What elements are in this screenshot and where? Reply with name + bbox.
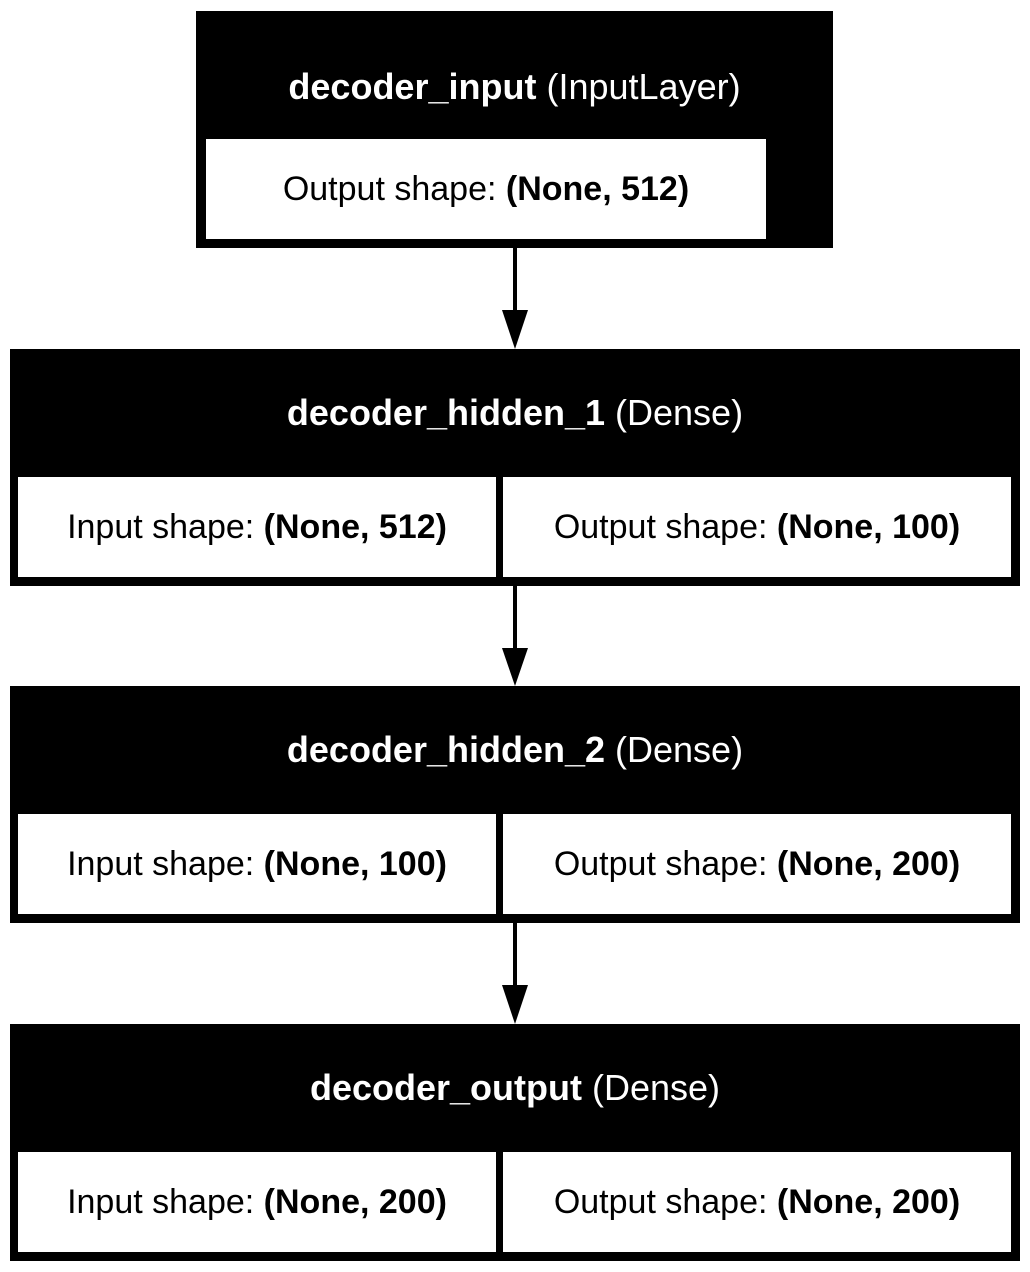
output-shape-label: Output shape: [553, 844, 768, 883]
input-shape-cell: Input shape: (None, 100) [18, 814, 496, 914]
layer-title: decoder_output (Dense) [10, 1068, 1020, 1108]
layer-name: decoder_output [309, 1067, 582, 1108]
output-shape-value: (None, 200) [776, 1182, 961, 1221]
input-shape-value: (None, 100) [263, 844, 447, 883]
output-shape-cell: Output shape: (None, 512) [206, 139, 766, 239]
output-shape-label: Output shape: [553, 507, 768, 546]
output-shape-cell: Output shape: (None, 200) [503, 1152, 1011, 1252]
layer-type: (Dense) [591, 1067, 721, 1108]
input-shape-cell: Input shape: (None, 200) [18, 1152, 496, 1252]
edge-arrow-2 [502, 586, 528, 686]
layer-node-decoder-output: decoder_output (Dense) Input shape: (Non… [10, 1024, 1020, 1261]
output-shape-label: Output shape: [282, 169, 497, 208]
input-shape-label: Input shape: [67, 507, 255, 546]
output-shape-value: (None, 100) [776, 507, 961, 546]
layer-name: decoder_hidden_2 [286, 729, 606, 770]
output-shape-label: Output shape: [553, 1182, 768, 1221]
output-shape-value: (None, 512) [505, 169, 690, 208]
layer-type: (Dense) [615, 392, 744, 433]
layer-title: decoder_hidden_1 (Dense) [10, 393, 1020, 433]
layer-node-decoder-hidden-2: decoder_hidden_2 (Dense) Input shape: (N… [10, 686, 1020, 923]
layer-title: decoder_hidden_2 (Dense) [10, 730, 1020, 770]
input-shape-value: (None, 200) [263, 1182, 447, 1221]
layer-type: (InputLayer) [546, 66, 741, 107]
output-shape-cell: Output shape: (None, 200) [503, 814, 1011, 914]
output-shape-value: (None, 200) [776, 844, 961, 883]
input-shape-label: Input shape: [67, 1182, 255, 1221]
layer-name: decoder_hidden_1 [286, 392, 606, 433]
layer-name: decoder_input [288, 66, 537, 107]
input-shape-label: Input shape: [67, 844, 255, 883]
layer-title: decoder_input (InputLayer) [196, 67, 833, 107]
input-shape-cell: Input shape: (None, 512) [18, 477, 496, 577]
edge-arrow-1 [502, 248, 528, 349]
layer-type: (Dense) [615, 729, 744, 770]
layer-node-decoder-hidden-1: decoder_hidden_1 (Dense) Input shape: (N… [10, 349, 1020, 586]
layer-node-decoder-input: decoder_input (InputLayer) Output shape:… [196, 11, 833, 248]
output-shape-cell: Output shape: (None, 100) [503, 477, 1011, 577]
edge-arrow-3 [502, 923, 528, 1024]
input-shape-value: (None, 512) [263, 507, 447, 546]
